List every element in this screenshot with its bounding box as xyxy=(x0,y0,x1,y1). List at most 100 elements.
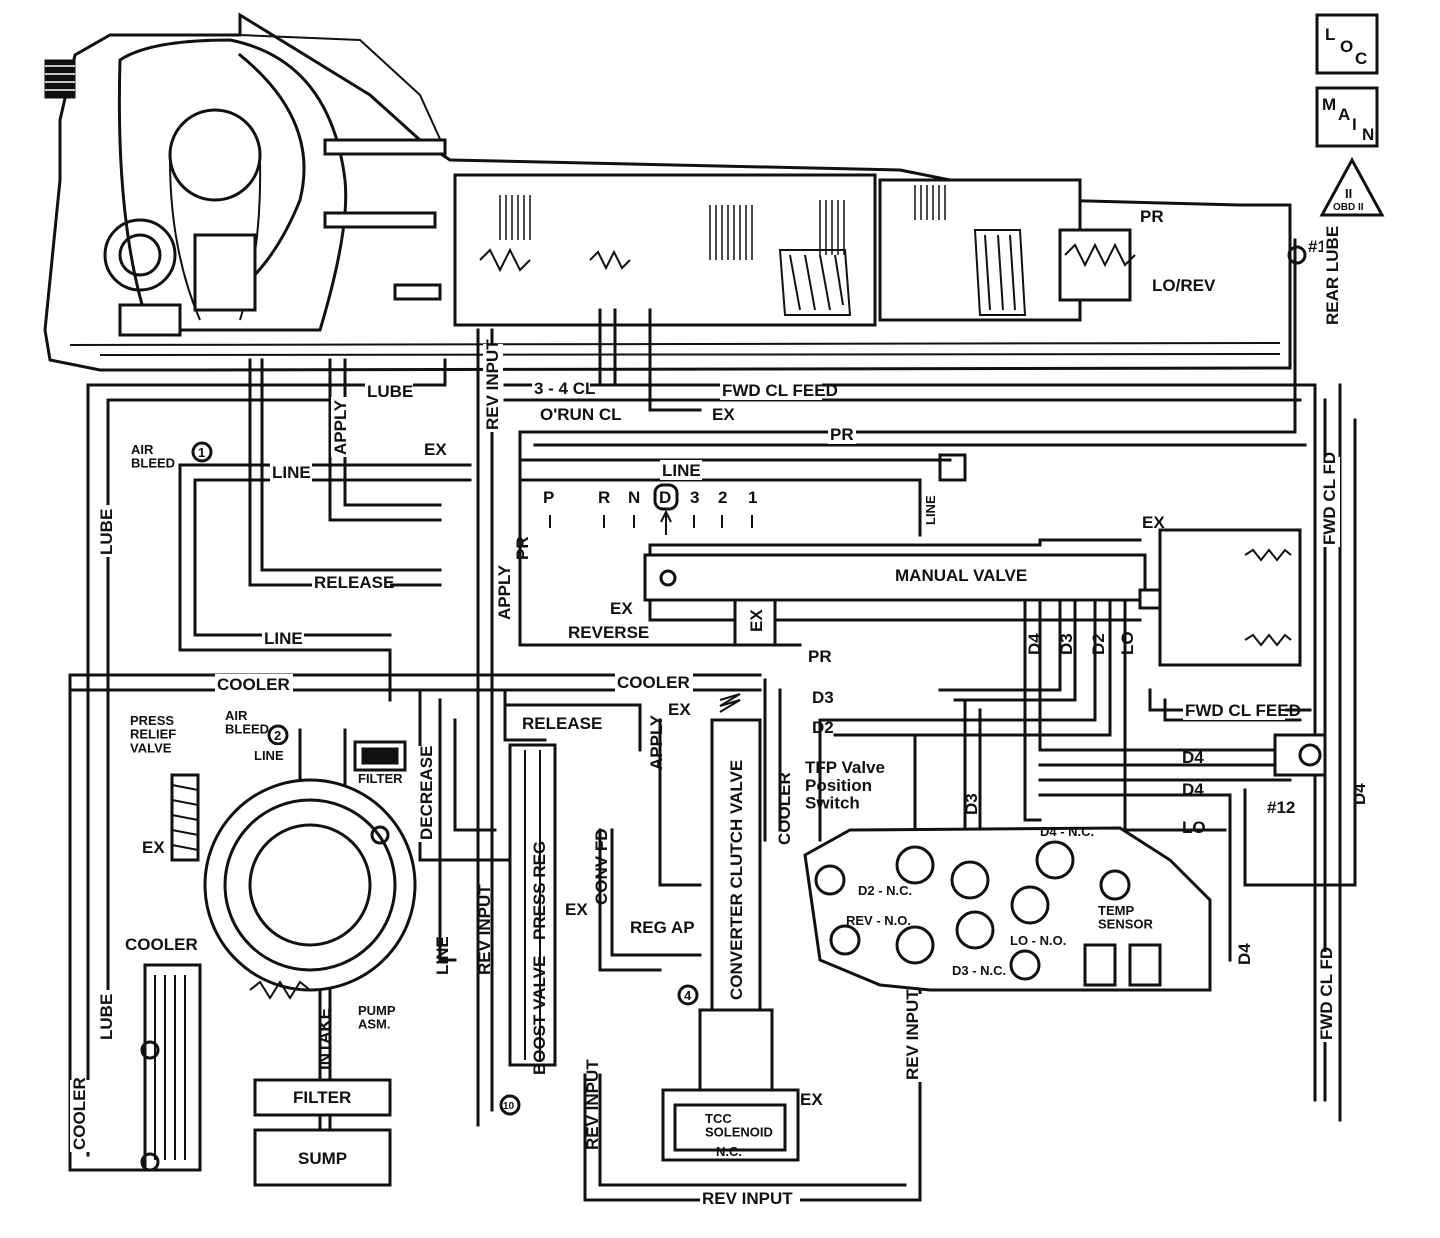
label-d4-nc: D4 - N.C. xyxy=(1040,824,1094,839)
transmission-case xyxy=(43,12,1292,372)
filter-element xyxy=(353,740,407,772)
svg-text:1: 1 xyxy=(198,445,205,460)
label-d4-vert-far: D4 xyxy=(1350,783,1369,805)
label-d4-v: D4 xyxy=(1025,633,1044,655)
label-conv-fd: CONV FD xyxy=(592,829,611,906)
clutch-packs xyxy=(453,173,1136,327)
label-pr-upper: PR xyxy=(830,425,854,444)
label-lube-top: LUBE xyxy=(367,382,413,401)
pump-assembly xyxy=(203,778,417,1000)
label-fwd-cl-feed-top: FWD CL FEED xyxy=(722,381,838,400)
label-conv-clutch-valve: CONVERTER CLUTCH VALVE xyxy=(727,760,746,1000)
svg-text:OBD II: OBD II xyxy=(1333,202,1364,213)
label-d2-v: D2 xyxy=(1089,633,1108,655)
loc-button[interactable]: L O C xyxy=(1315,13,1379,75)
label-d3-h: D3 xyxy=(812,688,834,707)
label-lo-v: LO xyxy=(1118,631,1137,655)
label-rev-input-v3: REV INPUT xyxy=(903,989,922,1080)
converter-clutch-valve xyxy=(698,693,774,1092)
label-check-12: #12 xyxy=(1267,798,1295,817)
check-ball-assembly xyxy=(1158,528,1302,667)
label-cooler-big: COOLER xyxy=(125,935,198,954)
gear-d: D xyxy=(659,488,671,507)
label-rev-no: REV - N.O. xyxy=(846,913,911,928)
label-line-main: LINE xyxy=(272,463,311,482)
label-ex-reverse: EX xyxy=(610,599,633,618)
label-ex-tcc-top: EX xyxy=(668,700,691,719)
label-boost-valve: BOOST VALVE xyxy=(530,956,549,1075)
label-ex-box: EX xyxy=(747,609,766,632)
obd-ii-button[interactable]: II OBD II xyxy=(1319,156,1385,217)
label-lo-h: LO xyxy=(1182,818,1206,837)
label-pr-bottom: PR xyxy=(808,647,832,666)
label-d2-h: D2 xyxy=(812,718,834,737)
label-ex-tcc: EX xyxy=(800,1090,823,1109)
label-lube-vert-left: LUBE xyxy=(97,509,116,555)
main-button[interactable]: M A I N xyxy=(1315,86,1379,148)
label-line-manual-top: LINE xyxy=(662,461,701,480)
label-rev-input-v1: REV INPUT xyxy=(475,884,494,975)
gear-3: 3 xyxy=(690,488,699,507)
label-fwd-cl-feed-mid: FWD CL FEED xyxy=(1185,701,1301,720)
label-orun-cl: O'RUN CL xyxy=(540,405,621,424)
gear-selector: P R N D 3 2 1 xyxy=(543,483,757,535)
check-ball-10 xyxy=(1287,245,1307,265)
orifice-markers: 1 2 4 10 xyxy=(191,441,699,1116)
label-lo-rev: LO/REV xyxy=(1152,276,1216,295)
label-filter-small: FILTER xyxy=(358,771,403,786)
label-rev-input-v2: REV INPUT xyxy=(583,1059,602,1150)
label-cooler-1: COOLER xyxy=(217,675,290,694)
circuit-labels: LUBE 3 - 4 CL FWD CL FEED O'RUN CL EX PR… xyxy=(70,205,1369,1208)
label-ex-pump: EX xyxy=(142,838,165,857)
label-line-3: LINE xyxy=(254,748,284,763)
label-fwd-cl-fd-lower: FWD CL FD xyxy=(1317,947,1336,1040)
label-d3-v: D3 xyxy=(1057,633,1076,655)
tfp-switch xyxy=(803,826,1212,992)
label-press-reg: PRESS REG xyxy=(530,841,549,940)
svg-text:O: O xyxy=(1340,37,1353,56)
svg-text:C: C xyxy=(1355,49,1367,68)
label-cooler-left: COOLER xyxy=(70,1077,89,1150)
label-release-2: RELEASE xyxy=(522,714,602,733)
label-filter-box: FILTER xyxy=(293,1088,351,1107)
label-release-1: RELEASE xyxy=(314,573,394,592)
label-reg-ap: REG AP xyxy=(630,918,695,937)
press-relief-spring xyxy=(170,773,200,862)
svg-text:2: 2 xyxy=(274,728,281,743)
label-decrease: DECREASE xyxy=(417,746,436,840)
label-line-2: LINE xyxy=(264,629,303,648)
gear-n: N xyxy=(628,488,640,507)
label-pr-top: PR xyxy=(1140,207,1164,226)
label-rev-input-bottom: REV INPUT xyxy=(702,1189,793,1208)
label-d3-vert2: D3 xyxy=(962,793,981,815)
label-3-4-cl: 3 - 4 CL xyxy=(534,379,595,398)
svg-text:I: I xyxy=(1352,115,1357,134)
label-intake: INTAKE xyxy=(315,1008,334,1070)
label-ex-left: EX xyxy=(424,440,447,459)
label-pr-vert: PR xyxy=(513,536,532,560)
svg-text:M: M xyxy=(1322,95,1336,114)
gear-1: 1 xyxy=(748,488,757,507)
svg-text:10: 10 xyxy=(503,1101,515,1112)
gear-p: P xyxy=(543,488,554,507)
filter-sump xyxy=(253,1078,392,1187)
svg-text:4: 4 xyxy=(684,988,692,1003)
cooler-radiator xyxy=(140,963,202,1172)
gear-2: 2 xyxy=(718,488,727,507)
label-d4-h1: D4 xyxy=(1182,748,1204,767)
bolts xyxy=(323,138,967,482)
label-sump: SUMP xyxy=(298,1149,347,1168)
label-apply-vert: APPLY xyxy=(331,399,350,455)
tcc-solenoid xyxy=(661,1088,800,1162)
label-ex-manual: EX xyxy=(1142,513,1165,532)
label-ex-orun: EX xyxy=(712,405,735,424)
label-line-vert: LINE xyxy=(923,495,938,525)
gear-r: R xyxy=(598,488,610,507)
